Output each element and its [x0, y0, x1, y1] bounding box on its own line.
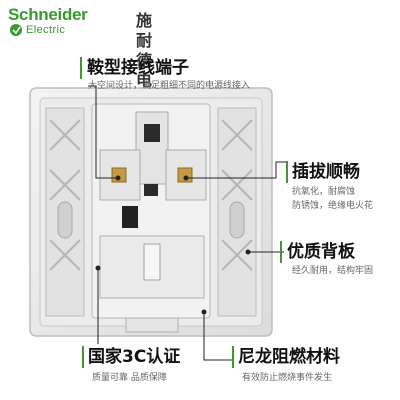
terminal-title: 鞍型接线端子 — [87, 58, 189, 78]
plug-desc-1: 抗氧化，耐腐蚀 — [292, 187, 356, 197]
ccc-desc: 质量可靠 品质保障 — [92, 373, 167, 383]
plug-accent-bar — [286, 161, 288, 183]
terminal-accent-bar — [80, 57, 82, 79]
backplate-title: 优质背板 — [287, 242, 355, 262]
brand-subname: Electric — [26, 24, 66, 36]
nylon-accent-bar — [232, 346, 234, 368]
backplate-desc: 经久耐用，结构牢固 — [292, 266, 374, 276]
brand-name: Schneider — [8, 5, 88, 24]
nylon-title: 尼龙阻燃材料 — [238, 347, 340, 367]
ccc-title: 国家3C认证 — [88, 347, 181, 367]
ccc-accent-bar — [82, 346, 84, 368]
plug-title: 插拔顺畅 — [292, 162, 360, 182]
backplate-accent-bar — [280, 241, 282, 263]
plug-desc-2: 防锈蚀，绝缘电火花 — [292, 201, 374, 211]
nylon-desc: 有效防止燃烧事件发生 — [242, 373, 333, 383]
terminal-desc: 大空间设计，满足粗细不同的电源线接入 — [88, 81, 251, 91]
